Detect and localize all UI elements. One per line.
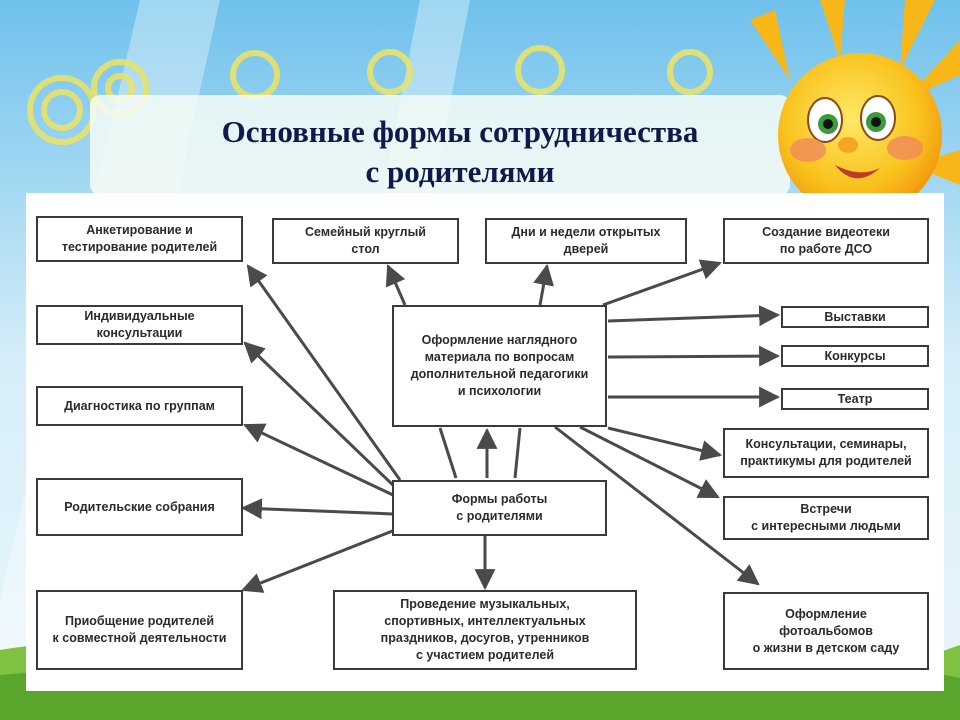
node-contests: Конкурсы: [781, 345, 929, 367]
node-guests: Встречи с интересными людьми: [723, 496, 929, 540]
node-holidays: Проведение музыкальных, спортивных, инте…: [333, 590, 637, 670]
node-seminars: Консультации, семинары, практикумы для р…: [723, 428, 929, 478]
hub-forms: Формы работы с родителями: [392, 480, 607, 536]
node-survey: Анкетирование и тестирование родителей: [36, 216, 243, 262]
slide-title-line1: Основные формы сотрудничества: [221, 114, 699, 149]
node-video-library: Создание видеотеки по работе ДСО: [723, 218, 929, 264]
node-consultations-individual: Индивидуальные консультации: [36, 305, 243, 345]
node-diagnostics: Диагностика по группам: [36, 386, 243, 426]
node-theatre: Театр: [781, 388, 929, 410]
node-round-table: Семейный круглый стол: [272, 218, 459, 264]
node-meetings: Родительские собрания: [36, 478, 243, 536]
slide-title: Основные формы сотрудничества с родителя…: [150, 112, 770, 192]
node-photo-albums: Оформление фотоальбомов о жизни в детско…: [723, 592, 929, 670]
node-exhibitions: Выставки: [781, 306, 929, 328]
node-joint-activity: Приобщение родителей к совместной деятел…: [36, 590, 243, 670]
node-open-days: Дни и недели открытых дверей: [485, 218, 687, 264]
slide-title-line2: с родителями: [365, 154, 555, 189]
sun-icon: [750, 0, 960, 217]
hub-material: Оформление наглядного материала по вопро…: [392, 305, 607, 427]
